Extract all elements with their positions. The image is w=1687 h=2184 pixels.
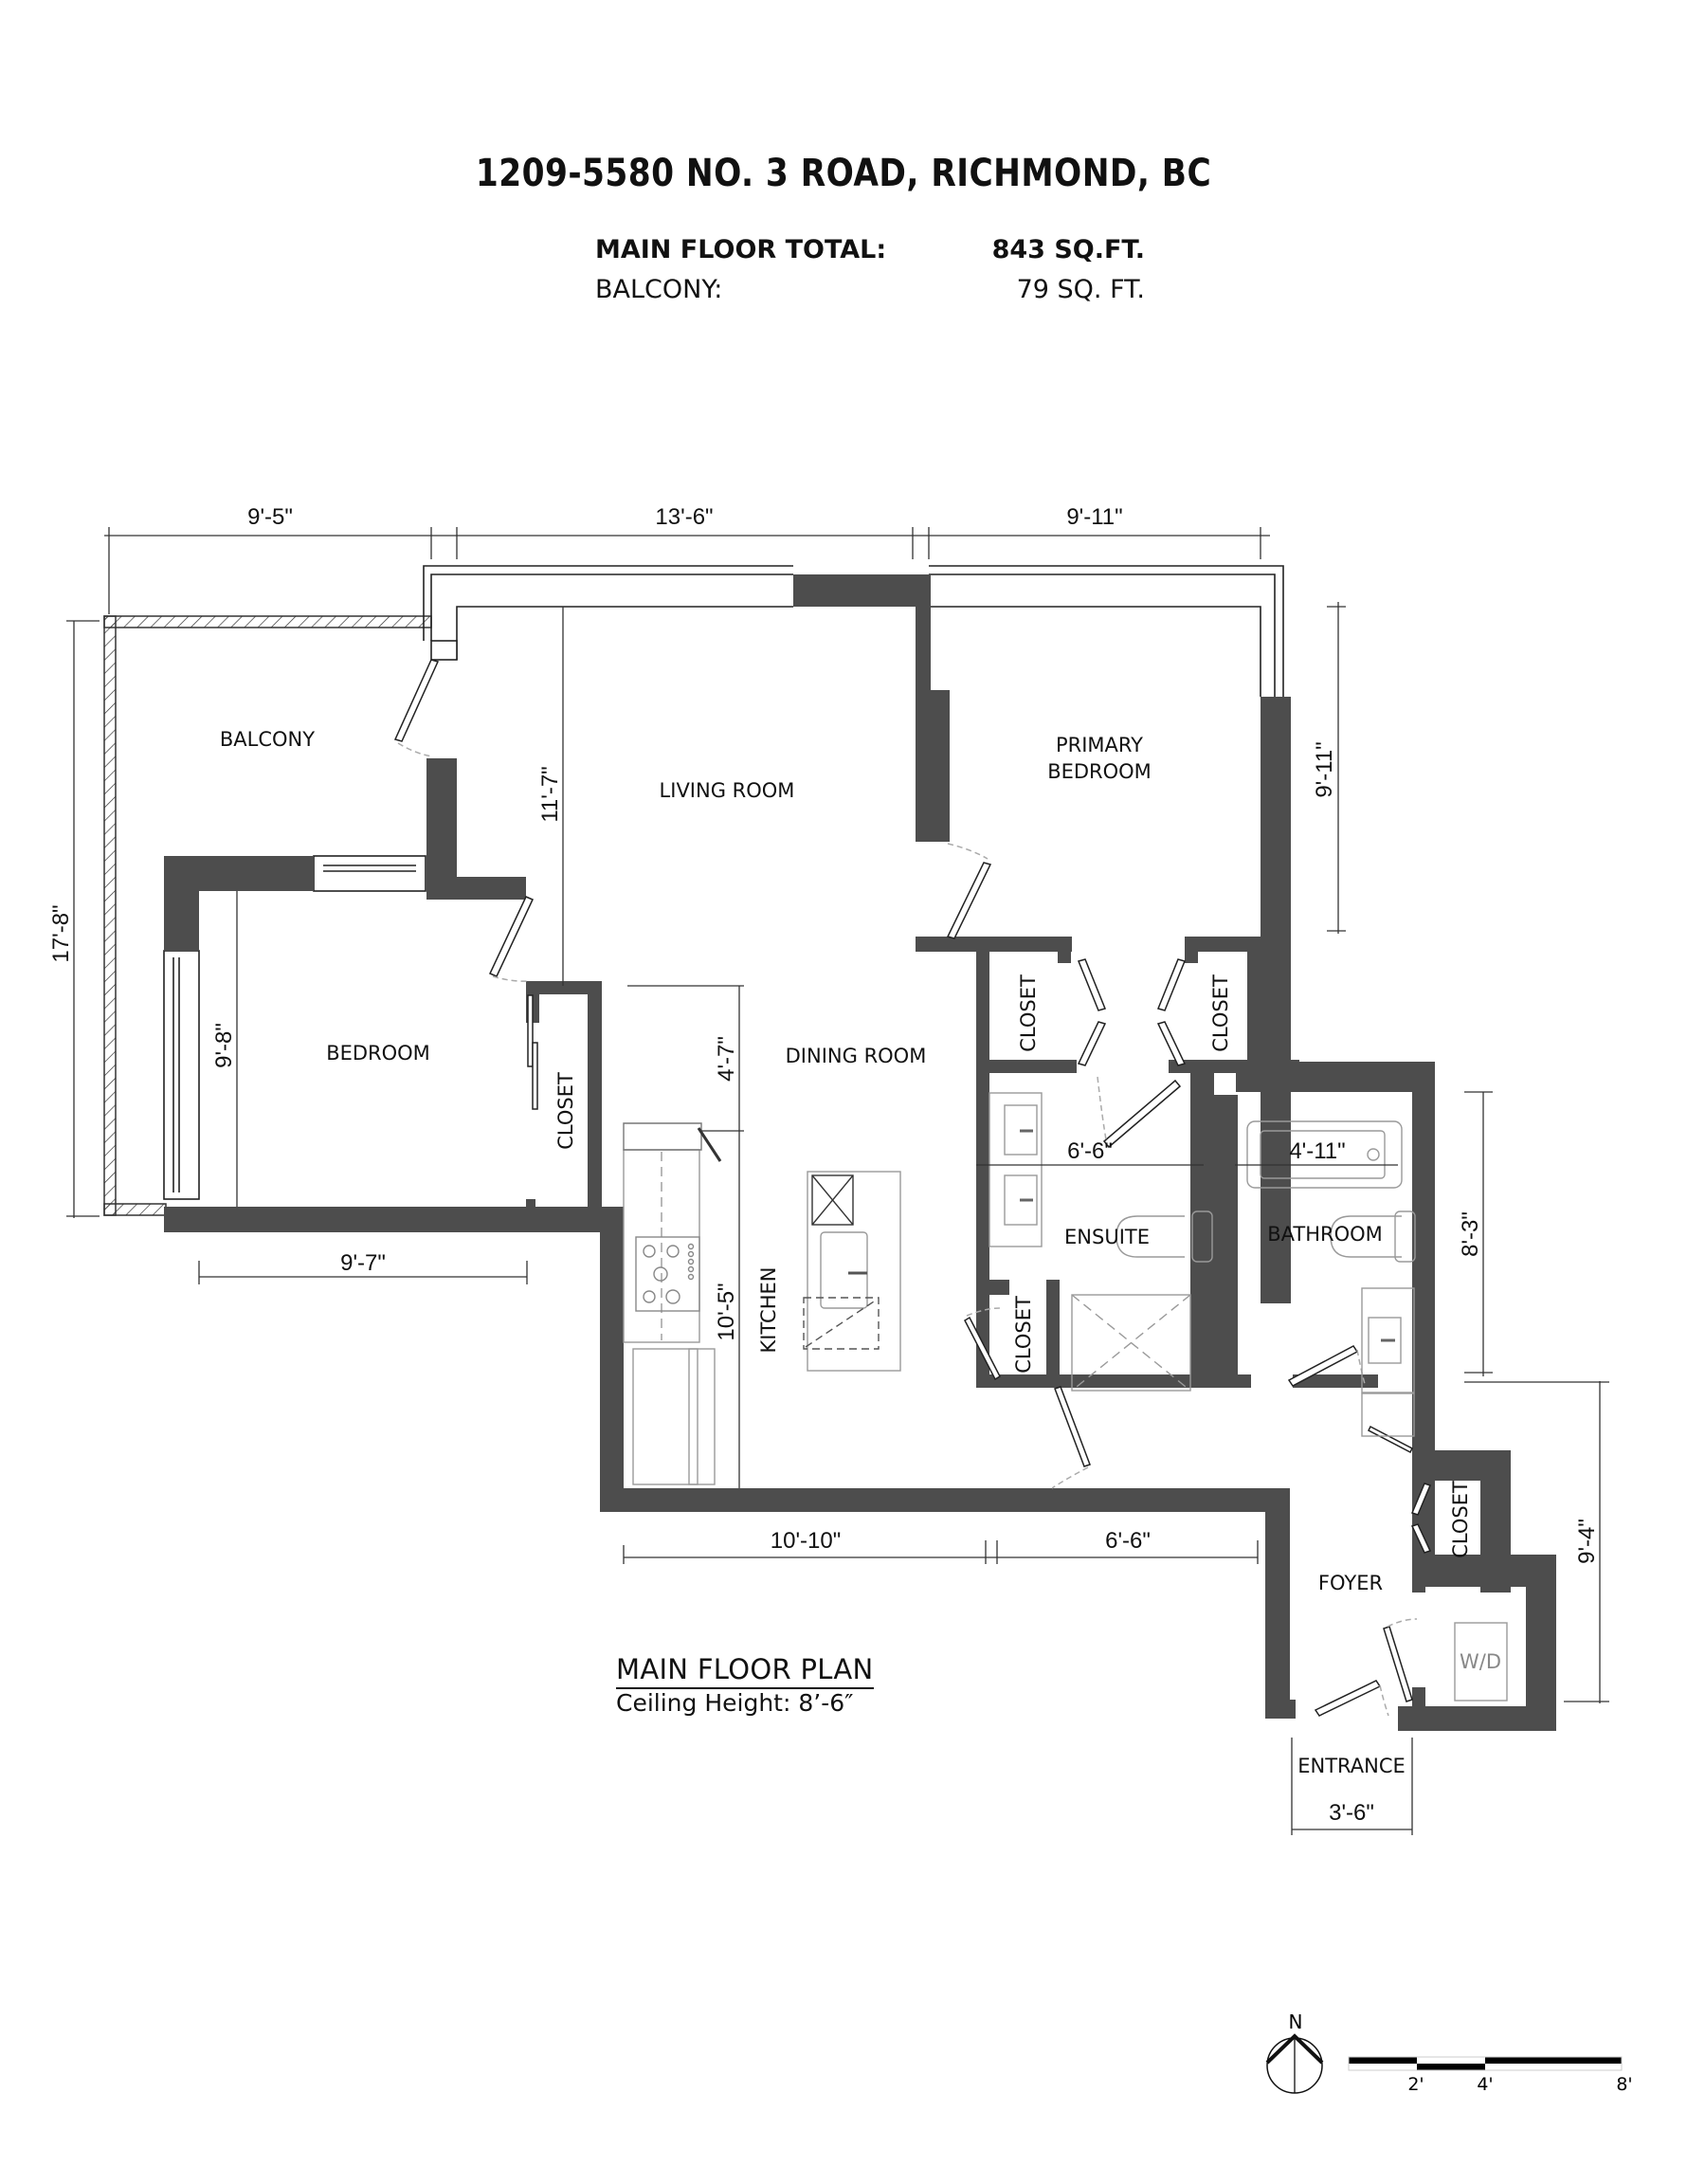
room-label-living-room: LIVING ROOM [660, 779, 795, 802]
washer-dryer [1454, 1622, 1508, 1702]
dim-ensuite-width: 6'-6" [1067, 1138, 1113, 1164]
dim-foyer-depth: 9'-4" [1574, 1519, 1600, 1564]
room-label-kitchen: KITCHEN [757, 1267, 780, 1354]
primary-door-leaf [946, 862, 992, 939]
balcony-area-value: 79 SQ. FT. [1016, 275, 1145, 304]
kitchen-island [807, 1171, 901, 1372]
room-label-foyer: FOYER [1318, 1572, 1383, 1594]
dim-primary-depth: 9'-11" [1312, 741, 1337, 797]
walls [164, 574, 1556, 1731]
room-label-primary-closet-right: CLOSET [1209, 974, 1232, 1052]
cooktop [635, 1236, 700, 1312]
dim-primary-width: 9'-11" [1066, 504, 1122, 530]
dishwasher [803, 1297, 880, 1350]
ceiling-height: Ceiling Height: 8’-6″ [616, 1689, 854, 1717]
room-label-foyer-closet: CLOSET [1449, 1481, 1472, 1558]
room-label-bedroom-closet: CLOSET [554, 1072, 577, 1150]
balcony-area-label: BALCONY: [595, 275, 723, 304]
dim-hall-width: 6'-6" [1105, 1528, 1151, 1554]
bathtub [1246, 1120, 1403, 1189]
plan-title: MAIN FLOOR PLAN [616, 1653, 874, 1689]
dim-living-depth: 11'-7" [537, 766, 563, 822]
bathroom-vanity [1361, 1287, 1415, 1393]
dim-balcony-width: 9'-5" [247, 504, 293, 530]
room-label-washer-dryer: W/D [1460, 1650, 1501, 1673]
dim-bathroom-depth: 8'-3" [1458, 1211, 1483, 1257]
dim-living-width: 13'-6" [655, 504, 713, 530]
room-label-primary-bedroom-2: BEDROOM [1047, 760, 1152, 783]
balcony-door-leaf [393, 659, 440, 742]
fixtures [623, 1092, 1508, 1702]
ensuite-shower [1071, 1294, 1191, 1392]
ensuite-toilet [1116, 1215, 1185, 1258]
ensuite-vanity [989, 1092, 1043, 1247]
island-sink [820, 1231, 868, 1309]
scale-bar: 2' 4' 8' [1348, 2056, 1633, 2095]
bedroom-door-leaf [488, 896, 535, 977]
room-label-balcony: BALCONY [220, 728, 315, 751]
north-label: N [1289, 2011, 1303, 2033]
entrance-door-leaf [1314, 1680, 1382, 1717]
dim-bathroom-width: 4'-11" [1289, 1138, 1345, 1164]
refrigerator [632, 1348, 698, 1485]
dim-kitchen-width: 10'-10" [771, 1528, 841, 1554]
scale-tick-8: 8' [1616, 2074, 1632, 2095]
scale-tick-2: 2' [1407, 2074, 1424, 2095]
dim-balcony-depth: 17'-8" [48, 904, 74, 962]
room-label-bedroom: BEDROOM [326, 1042, 430, 1065]
dimension-lines [66, 527, 1609, 1835]
property-address: 1209-5580 NO. 3 ROAD, RICHMOND, BC [475, 152, 1212, 195]
north-arrow-icon: N [1265, 2011, 1324, 2094]
room-label-dining-room: DINING ROOM [786, 1045, 927, 1067]
room-label-ensuite: ENSUITE [1064, 1226, 1150, 1248]
scale-tick-4: 4' [1477, 2074, 1493, 2095]
window-walls [163, 565, 1284, 1200]
doors [393, 659, 1432, 1717]
bathroom-toilet [1330, 1215, 1402, 1258]
dim-dining-depth: 4'-7" [714, 1036, 739, 1082]
room-label-primary-closet-left: CLOSET [1017, 974, 1040, 1052]
plan-label: MAIN FLOOR PLAN Ceiling Height: 8’-6″ [616, 1653, 874, 1717]
room-label-ensuite-closet: CLOSET [1012, 1296, 1035, 1374]
ensuite-door-leaf [1102, 1079, 1182, 1149]
dim-bedroom-width: 9'-7" [340, 1250, 386, 1276]
room-label-primary-bedroom-1: PRIMARY [1056, 734, 1143, 756]
main-floor-area-value: 843 SQ.FT. [991, 235, 1145, 264]
room-label-entrance: ENTRANCE [1297, 1755, 1406, 1777]
balcony-rail [103, 615, 432, 1216]
dim-bedroom-depth: 9'-8" [211, 1023, 237, 1068]
dim-kitchen-depth: 10'-5" [714, 1283, 739, 1340]
room-label-bathroom: BATHROOM [1267, 1223, 1383, 1246]
main-floor-area-label: MAIN FLOOR TOTAL: [595, 235, 887, 264]
dim-entrance-width: 3'-6" [1329, 1800, 1374, 1826]
